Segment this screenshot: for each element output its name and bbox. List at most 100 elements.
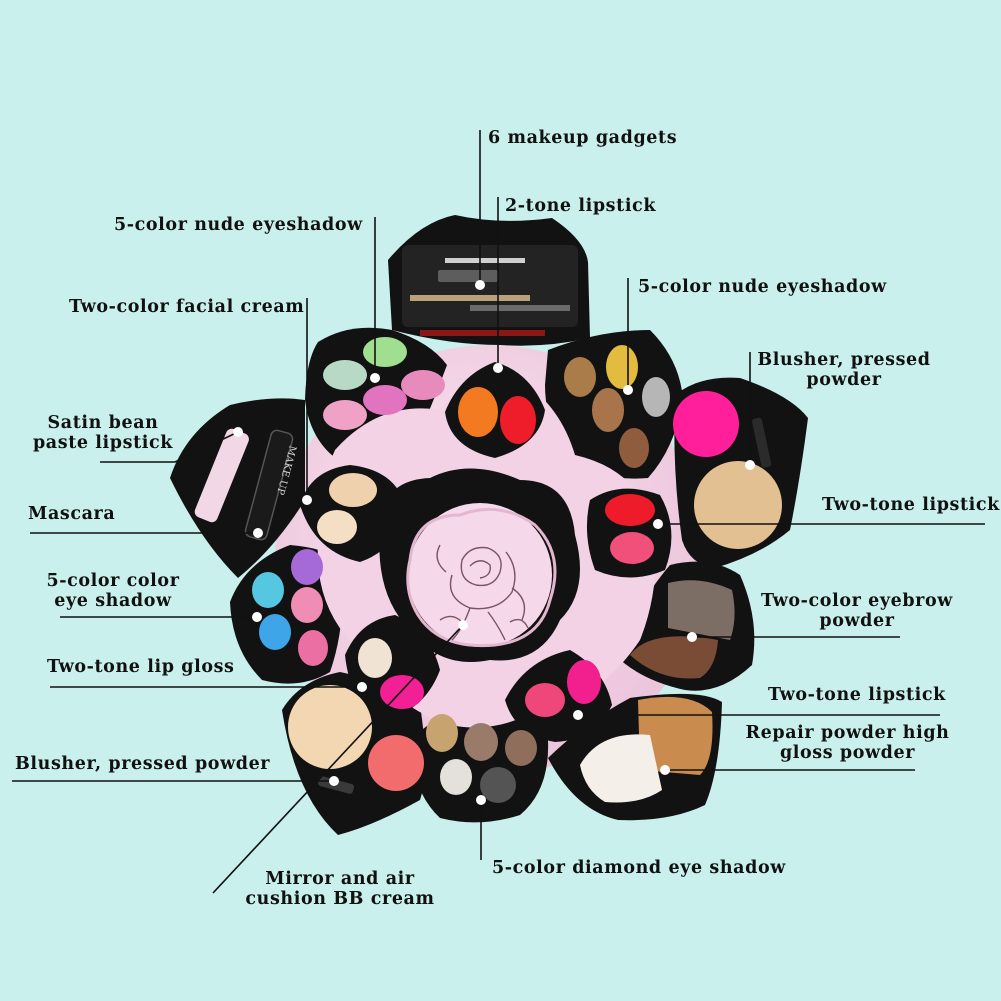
label-color-eye-line1: 5-color color — [46, 571, 180, 591]
label-satin-line1: Satin bean — [47, 413, 159, 433]
pan-red-top — [500, 396, 536, 444]
dot-satin — [233, 427, 243, 437]
pan-pink-e — [298, 630, 328, 666]
gadget-case — [438, 270, 498, 282]
label-gadgets: 6 makeup gadgets — [488, 128, 678, 148]
rose-emblem-icon — [436, 544, 529, 641]
label-satin: Satin bean paste lipstick — [28, 413, 178, 453]
dot-gadgets — [475, 280, 485, 290]
eyebrow-pan-gray — [668, 580, 735, 640]
label-mirror-line1: Mirror and air — [265, 869, 415, 889]
pan-rose-right — [610, 532, 654, 564]
lip-pencil — [420, 330, 545, 336]
gadget-tray-inner — [402, 245, 578, 327]
label-repair: Repair powder high gloss powder — [740, 723, 955, 763]
pan-violet — [291, 549, 323, 585]
label-two-tone-low: Two-tone lipstick — [768, 685, 946, 705]
dot-blusher-right — [745, 460, 755, 470]
pan-pearl — [440, 759, 472, 795]
pan-brown — [619, 428, 649, 468]
pan-cocoa — [505, 730, 537, 766]
pan-orange — [458, 387, 498, 437]
pan-pink-b — [363, 385, 407, 415]
center-pink-flower-rim — [406, 507, 557, 648]
dot-facial-cream — [302, 495, 312, 505]
diamond-eyeshadow-pans — [426, 714, 537, 803]
color-eyeshadow-pans — [252, 549, 328, 666]
dot-two-tone-low — [573, 710, 583, 720]
center-pink-cap — [408, 503, 552, 647]
pan-mint — [363, 337, 407, 367]
pan-pink-c — [323, 400, 367, 430]
cream-pan-a — [329, 473, 377, 507]
dot-mascara — [253, 528, 263, 538]
dot-diamond — [476, 795, 486, 805]
marker-dots — [233, 280, 755, 805]
cream-pan-b — [317, 510, 357, 544]
pan-magenta-low — [567, 660, 601, 704]
label-nude-right: 5-color nude eyeshadow — [638, 277, 887, 297]
repair-pan-ivory — [580, 734, 662, 803]
pan-bronze-a — [564, 357, 596, 397]
eyeliner-pencil — [470, 305, 570, 311]
dot-nude-left — [370, 373, 380, 383]
pan-sky — [252, 572, 284, 608]
label-mirror: Mirror and air cushion BB cream — [240, 869, 440, 909]
label-diamond: 5-color diamond eye shadow — [492, 858, 786, 878]
repair-pan-bronze — [638, 696, 713, 775]
label-mascara: Mascara — [28, 504, 116, 524]
pan-taupe — [464, 723, 498, 761]
pan-silver — [642, 377, 670, 417]
pan-charcoal — [480, 767, 516, 803]
gloss-pan-magenta — [380, 675, 424, 709]
label-eyebrow-line1: Two-color eyebrow — [761, 591, 953, 611]
label-facial-cream: Two-color facial cream — [69, 297, 305, 317]
dot-eyebrow — [687, 632, 697, 642]
pan-pink-a — [401, 370, 445, 400]
pan-pink-d — [291, 587, 323, 623]
dot-repair — [660, 765, 670, 775]
dot-lipstick-top — [493, 363, 503, 373]
label-repair-line2: gloss powder — [779, 743, 916, 763]
dot-color-eye — [252, 612, 262, 622]
blusher-coral-left — [368, 735, 424, 791]
label-blusher-right-line2: powder — [806, 370, 882, 390]
label-lipstick-top: 2-tone lipstick — [505, 196, 657, 216]
label-nude-left: 5-color nude eyeshadow — [114, 215, 363, 235]
gloss-pan-cream — [358, 638, 392, 678]
label-eyebrow: Two-color eyebrow powder — [752, 591, 962, 631]
pan-champagne — [426, 714, 458, 752]
pan-bronze-b — [592, 388, 624, 432]
blusher-brush — [752, 417, 772, 468]
dot-nude-right — [623, 385, 633, 395]
pan-red-right — [605, 494, 655, 526]
pan-sage — [323, 360, 367, 390]
label-color-eye: 5-color color eye shadow — [38, 571, 188, 611]
powder-ivory-left — [288, 685, 372, 769]
dot-lip-gloss — [357, 682, 367, 692]
pan-rose-low — [525, 683, 565, 717]
leader-mirror — [212, 624, 464, 894]
label-blusher-right-line1: Blusher, pressed — [757, 350, 931, 370]
label-blusher-left: Blusher, pressed powder — [15, 754, 271, 774]
label-color-eye-line2: eye shadow — [54, 591, 172, 611]
leader-satin — [100, 431, 239, 463]
label-lip-gloss: Two-tone lip gloss — [47, 657, 235, 677]
brush-handle — [410, 295, 530, 301]
tweezers — [445, 258, 525, 263]
mascara-tube — [244, 429, 294, 541]
label-satin-line2: paste lipstick — [32, 433, 174, 453]
dot-mirror — [458, 620, 468, 630]
label-repair-line1: Repair powder high — [745, 723, 950, 743]
powder-beige — [694, 461, 782, 549]
label-blusher-right: Blusher, pressed powder — [752, 350, 936, 390]
pan-blue — [259, 614, 291, 650]
dot-blusher-left — [329, 776, 339, 786]
pan-gold — [606, 345, 638, 389]
dot-two-tone-right — [653, 519, 663, 529]
nude-eyeshadow-right-pans — [564, 345, 670, 468]
eyebrow-pan-brown — [630, 636, 718, 679]
satin-lipstick-tube — [194, 428, 249, 523]
blusher-magenta — [673, 391, 739, 457]
